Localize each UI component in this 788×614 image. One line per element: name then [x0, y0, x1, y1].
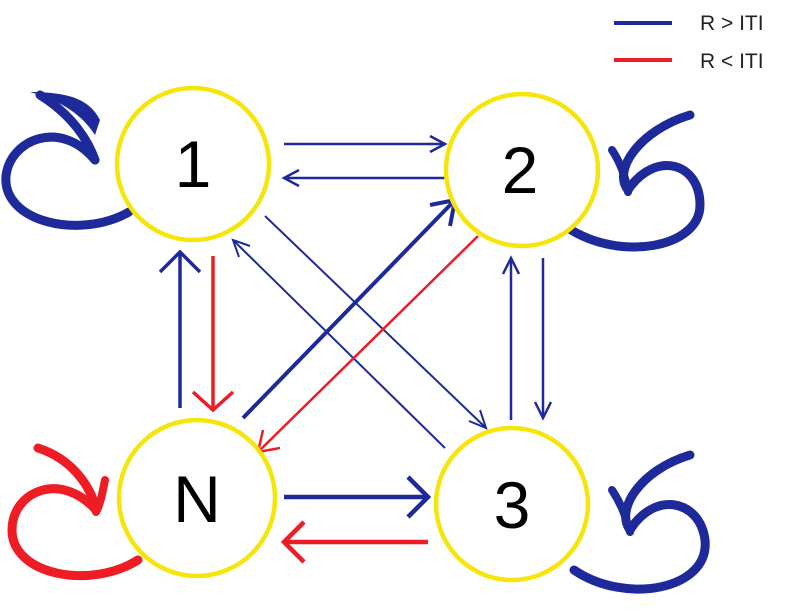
edge-3-to-2: [501, 255, 521, 420]
edge-N-to-1: [158, 249, 202, 408]
self-loop-N: [7, 443, 143, 581]
node-1-label: 1: [175, 127, 212, 201]
node-N: N: [116, 417, 278, 579]
node-1: 1: [114, 85, 272, 243]
edge-1-to-2: [284, 134, 448, 154]
node-N-label: N: [173, 462, 221, 536]
edge-3-to-N: [280, 520, 428, 564]
nodes: 1 2 N 3: [114, 85, 601, 583]
edge-N-to-2: [241, 197, 458, 420]
edge-1-to-3: [264, 215, 488, 430]
node-3-label: 3: [494, 468, 531, 542]
self-loop-1: [1, 90, 134, 230]
node-2-label: 2: [502, 133, 539, 207]
edge-2-to-3: [533, 258, 553, 421]
edge-3-to-1: [231, 238, 446, 449]
edge-N-to-3: [284, 475, 432, 519]
edges: [158, 134, 553, 564]
self-loop-2: [563, 110, 705, 252]
self-loop-3: [569, 450, 710, 594]
edge-2-to-N: [256, 235, 479, 454]
edge-1-to-N: [191, 256, 235, 413]
legend-label-r-greater-iti: R > ITI: [700, 12, 764, 35]
edge-2-to-1: [281, 168, 445, 188]
self-loops: [1, 90, 710, 594]
legend-label-r-less-iti: R < ITI: [700, 50, 764, 73]
node-3: 3: [433, 425, 591, 583]
legend: R > ITI R < ITI: [614, 12, 764, 73]
node-2: 2: [443, 91, 601, 249]
